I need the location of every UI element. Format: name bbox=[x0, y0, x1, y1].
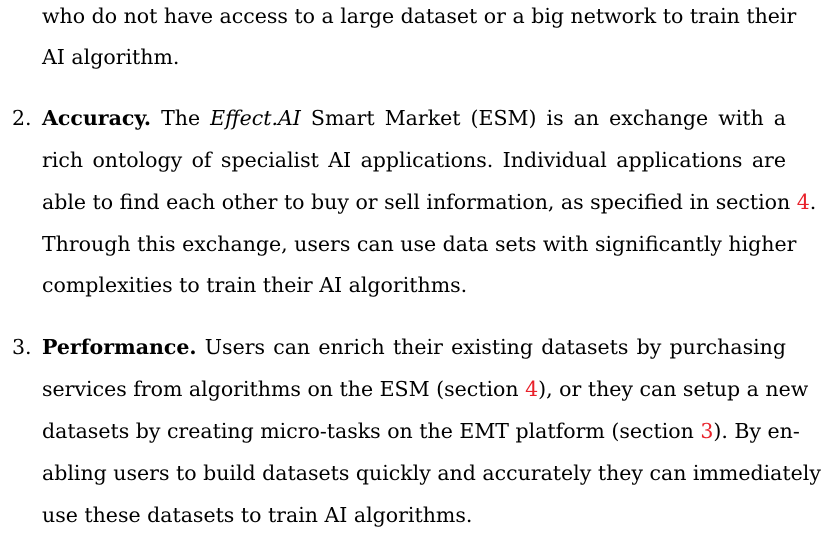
item-accuracy-line-3: able to find each other to buy or sell i… bbox=[42, 190, 817, 214]
item-accuracy-line-2: rich ontology of specialist AI applicati… bbox=[42, 148, 786, 172]
item-performance-line-4: abling users to build datasets quickly a… bbox=[42, 461, 821, 485]
item-performance-line-2: services from algorithms on the ESM (sec… bbox=[42, 377, 809, 401]
section-ref-link[interactable]: 4 bbox=[525, 377, 539, 401]
item-number: 3. bbox=[12, 335, 32, 359]
item-title: Accuracy. bbox=[42, 106, 152, 130]
intro-line-1: who do not have access to a large datase… bbox=[42, 4, 797, 28]
item-title: Performance. bbox=[42, 335, 197, 359]
item-performance-line-3: datasets by creating micro-tasks on the … bbox=[42, 419, 800, 443]
section-ref-link[interactable]: 4 bbox=[796, 190, 810, 214]
item-accuracy-line-1: Accuracy. The Effect.AI Smart Market (ES… bbox=[42, 106, 786, 130]
section-ref-link[interactable]: 3 bbox=[700, 419, 714, 443]
item-number: 2. bbox=[12, 106, 32, 130]
item-performance-line-5: use these datasets to train AI algorithm… bbox=[42, 503, 473, 527]
item-accuracy-line-4: Through this exchange, users can use dat… bbox=[42, 232, 797, 256]
item-performance-line-1: Performance. Users can enrich their exis… bbox=[42, 335, 786, 359]
item-accuracy-line-5: complexities to train their AI algorithm… bbox=[42, 273, 468, 297]
intro-line-2: AI algorithm. bbox=[42, 45, 180, 69]
